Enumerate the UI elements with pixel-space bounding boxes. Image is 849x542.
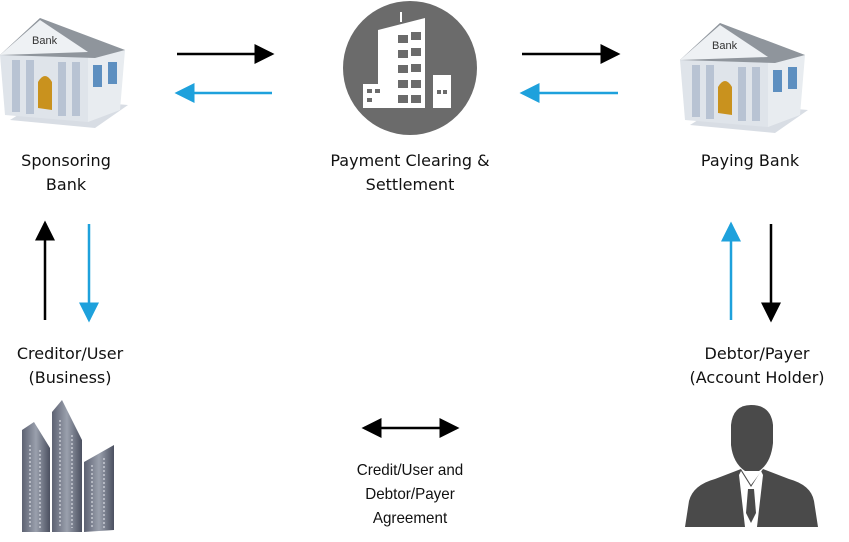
- label-line: Payment Clearing &: [330, 151, 490, 170]
- label-line: Paying Bank: [700, 151, 800, 170]
- label-line: Debtor/Payer: [704, 344, 810, 363]
- agreement-label: Credit/User and Debtor/Payer Agreement: [357, 459, 463, 531]
- debtor-label: Debtor/Payer (Account Holder): [689, 342, 824, 390]
- label-line: (Business): [28, 368, 112, 387]
- label-line: Sponsoring: [21, 151, 111, 170]
- sponsoring-bank-label: Sponsoring Bank: [21, 149, 111, 197]
- creditor-label: Creditor/User (Business): [17, 342, 123, 390]
- bank-icon: Bank: [680, 23, 808, 133]
- svg-text:Bank: Bank: [32, 35, 58, 47]
- businessman-silhouette-icon: [685, 405, 818, 527]
- label-line: Settlement: [365, 175, 455, 194]
- office-building-icon: [343, 1, 477, 135]
- label-line: Creditor/User: [16, 344, 124, 363]
- label-line: Credit/User and: [356, 462, 464, 479]
- paying-bank-label: Paying Bank: [701, 149, 799, 173]
- clearing-label: Payment Clearing & Settlement: [330, 149, 489, 197]
- label-line: Agreement: [372, 510, 448, 527]
- svg-text:Bank: Bank: [712, 40, 738, 52]
- bank-icon: Bank: [0, 18, 128, 128]
- label-line: Debtor/Payer: [365, 486, 455, 503]
- label-line: Bank: [45, 175, 87, 194]
- label-line: (Account Holder): [689, 368, 825, 387]
- skyscrapers-icon: [22, 400, 114, 532]
